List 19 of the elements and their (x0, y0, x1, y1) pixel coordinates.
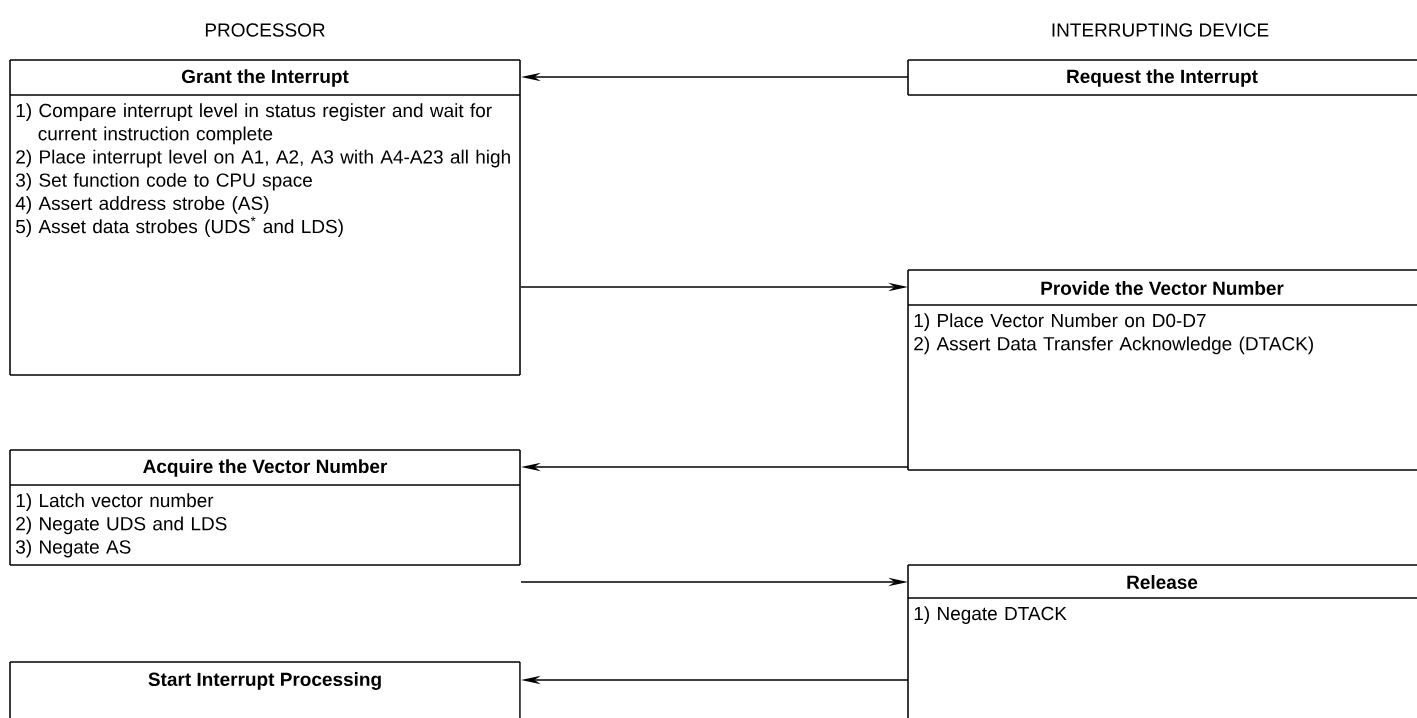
list-item: 2) Assert Data Transfer Acknowledge (DTACK) (914, 336, 1313, 355)
list-item: 1) Place Vector Number on D0-D7 (914, 313, 1206, 331)
list-item: 2) Place interrupt level on A1, A2, A3 with A4-A23 all high (16, 149, 510, 168)
process-box: Provide the Vector Number 1) Place Vector Number on D0-D7 2) Assert Data Transfer Acknowledge (DTACK) (907, 269, 1417, 471)
list-item: 4) Assert address strobe (AS) (15, 196, 269, 214)
list-item: 3) Set function code to CPU space (16, 172, 312, 191)
list-item: 5) Asset data strobes (UDS$^{*}$ and LDS) (16, 216, 343, 237)
list-item: 1) Latch vector number (16, 493, 214, 511)
list-item: 2) Negate UDS and LDS (16, 516, 227, 535)
process-box: Start Interrupt Processing (9, 661, 521, 718)
process-box: Request the Interrupt (907, 59, 1417, 96)
list-item: 1) Compare interrupt level in status register and wait for current instruction complete (16, 103, 492, 145)
process-box: Acquire the Vector Number 1) Latch vector number 2) Negate UDS and LDS 3) Negate AS (9, 449, 521, 566)
process-box: Release 1) Negate DTACK (907, 564, 1417, 718)
list-item: 1) Negate DTACK (914, 606, 1067, 624)
process-box: Grant the Interrupt 1) Compare interrupt level in status register and wait for current instruction complete 2) Place interrupt level on A1, A2, A3 with A4-A23 all high 3) Set function code to CPU space 4) Assert address strobe (AS) 5) Asset data strobes (UDS$^{*}$ and LDS) (9, 59, 521, 376)
column-heading: PROCESSOR (205, 23, 325, 37)
list-item: 3) Negate AS (16, 539, 131, 558)
column-heading: INTERRUPTING DEVICE (1052, 23, 1269, 37)
